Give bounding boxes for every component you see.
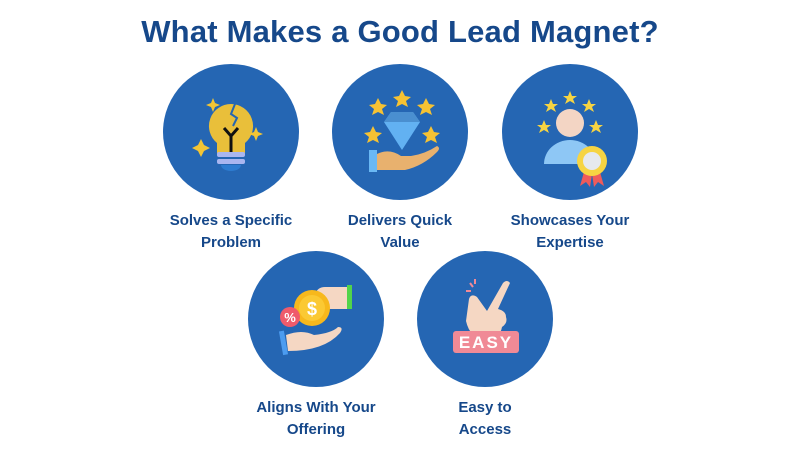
item-label-line2: Value — [380, 234, 420, 251]
item-label-line1: Solves a Specific — [169, 212, 293, 229]
easy-badge-text: EASY — [459, 333, 513, 352]
item-label-line2: Problem — [200, 234, 261, 251]
circle: $ % — [248, 251, 384, 387]
item-showcases-expertise: Showcases Your Expertise — [485, 64, 655, 254]
item-solves-problem: Solves a Specific Problem — [146, 64, 316, 254]
circle: EASY — [417, 251, 553, 387]
svg-text:$: $ — [307, 299, 317, 319]
item-label-line2: Access — [458, 421, 512, 438]
svg-text:%: % — [284, 310, 296, 325]
lightbulb-icon — [192, 98, 263, 171]
item-label-line1: Delivers Quick — [347, 212, 453, 229]
item-aligns-offering: $ % Aligns With Your Offering — [231, 251, 401, 441]
item-label-line1: Easy to — [458, 399, 512, 416]
circle — [332, 64, 468, 200]
item-label-line2: Offering — [286, 421, 346, 438]
page-title: What Makes a Good Lead Magnet? — [141, 14, 659, 49]
item-label-line1: Aligns With Your — [256, 399, 376, 416]
easy-snap-icon: EASY — [453, 279, 519, 353]
circle — [502, 64, 638, 200]
item-quick-value: Delivers Quick Value — [315, 64, 485, 254]
diamond-hand-icon — [364, 90, 440, 172]
coin-exchange-icon: $ % — [278, 285, 352, 356]
expert-badge-icon — [537, 91, 607, 187]
item-label-line1: Showcases Your — [510, 212, 630, 229]
item-label-line2: Expertise — [536, 234, 604, 251]
circle — [163, 64, 299, 200]
item-easy-access: EASY Easy to Access — [400, 251, 570, 441]
